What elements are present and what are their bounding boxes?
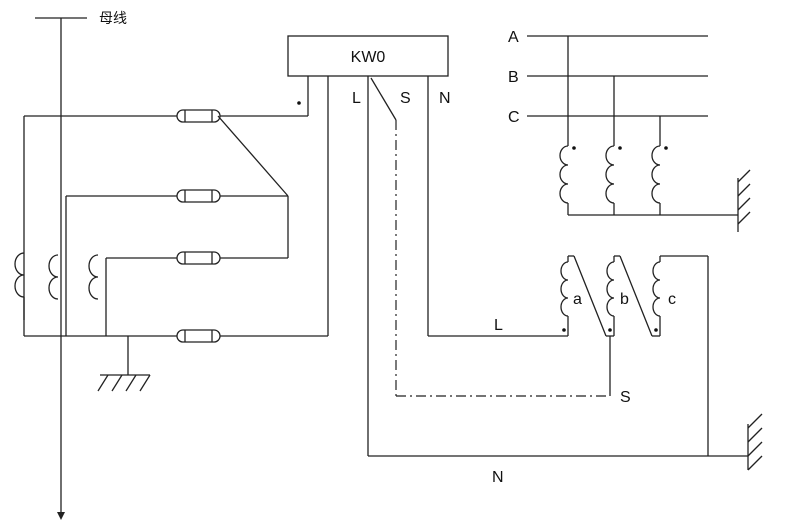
secondary-windings — [560, 255, 708, 337]
phase-B-label: B — [508, 69, 519, 86]
fuse-3 — [176, 251, 221, 265]
ground-right-top-icon — [737, 169, 751, 232]
line-L-label: L — [494, 317, 503, 334]
fuse-2 — [176, 189, 221, 203]
busbar-label: 母线 — [99, 11, 127, 27]
kw0-device-label: KW0 — [351, 49, 386, 66]
winding-a-label: a — [573, 291, 582, 308]
winding-b-label: b — [620, 291, 629, 308]
winding-c-label: c — [668, 291, 676, 308]
phase-A-label: A — [508, 29, 519, 46]
busbar — [35, 17, 87, 520]
ground-right-bottom-icon — [747, 413, 763, 471]
kw0-terminal-S: S — [400, 90, 411, 107]
fuse-1 — [176, 109, 221, 123]
primary-windings — [559, 145, 668, 204]
ground-left-icon — [97, 336, 151, 392]
line-N-label: N — [492, 469, 504, 486]
line-S-label: S — [620, 389, 631, 406]
ct-coils — [14, 116, 107, 336]
fuse-4 — [176, 329, 221, 343]
kw0-terminal-N: N — [439, 90, 451, 107]
kw0-terminal-L: L — [352, 90, 361, 107]
phase-C-label: C — [508, 109, 520, 126]
